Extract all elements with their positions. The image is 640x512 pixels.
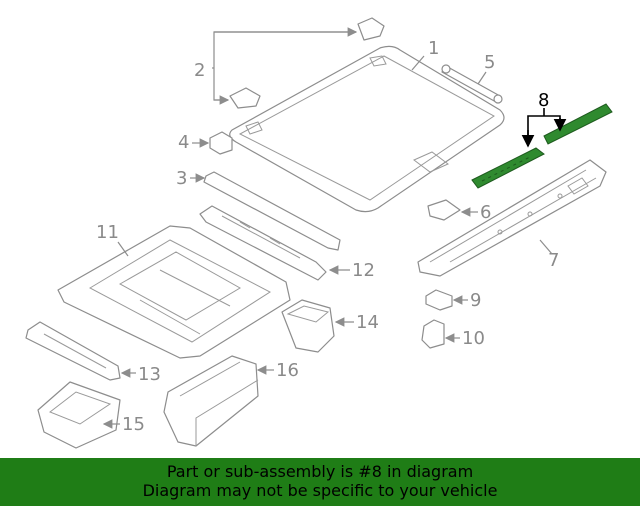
callout-6: 6 [480,202,491,223]
callout-4: 4 [178,132,189,153]
callout-10: 10 [462,328,485,349]
part-6-pad [427,199,461,221]
callout-16: 16 [276,360,299,381]
callout-14: 14 [356,312,379,333]
part-8-highlighted-strips [471,103,613,189]
banner-line-2: Diagram may not be specific to your vehi… [142,481,498,500]
part-11-floor-tray [57,225,291,359]
callout-5: 5 [484,52,495,73]
part-7-sill-panel [417,159,607,277]
part-2-hooks [229,17,385,109]
part-14-bin [281,299,335,353]
part-10-hook [421,319,445,349]
part-1-cargo-board [229,45,505,213]
callout-12: 12 [352,260,375,281]
part-12-bracket [199,205,327,281]
callout-9: 9 [470,290,481,311]
parts-diagram: 1 2 5 4 3 12 11 13 [25,17,613,449]
callout-15: 15 [122,414,145,435]
part-15-storage-bin [37,381,121,449]
part-13-lower-bracket [25,321,121,381]
callout-1: 1 [428,38,439,59]
part-5-strut [441,64,503,104]
part-9-clip [425,289,453,311]
info-banner: Part or sub-assembly is #8 in diagram Di… [0,458,640,506]
part-16-foam-block [163,355,259,447]
part-4-clip [209,131,233,155]
callout-8: 8 [538,90,549,111]
callout-11: 11 [96,222,119,243]
banner-line-1: Part or sub-assembly is #8 in diagram [166,462,474,481]
callout-3: 3 [176,168,187,189]
callout-7: 7 [548,250,559,271]
callout-13: 13 [138,364,161,385]
callout-2: 2 [194,60,205,81]
